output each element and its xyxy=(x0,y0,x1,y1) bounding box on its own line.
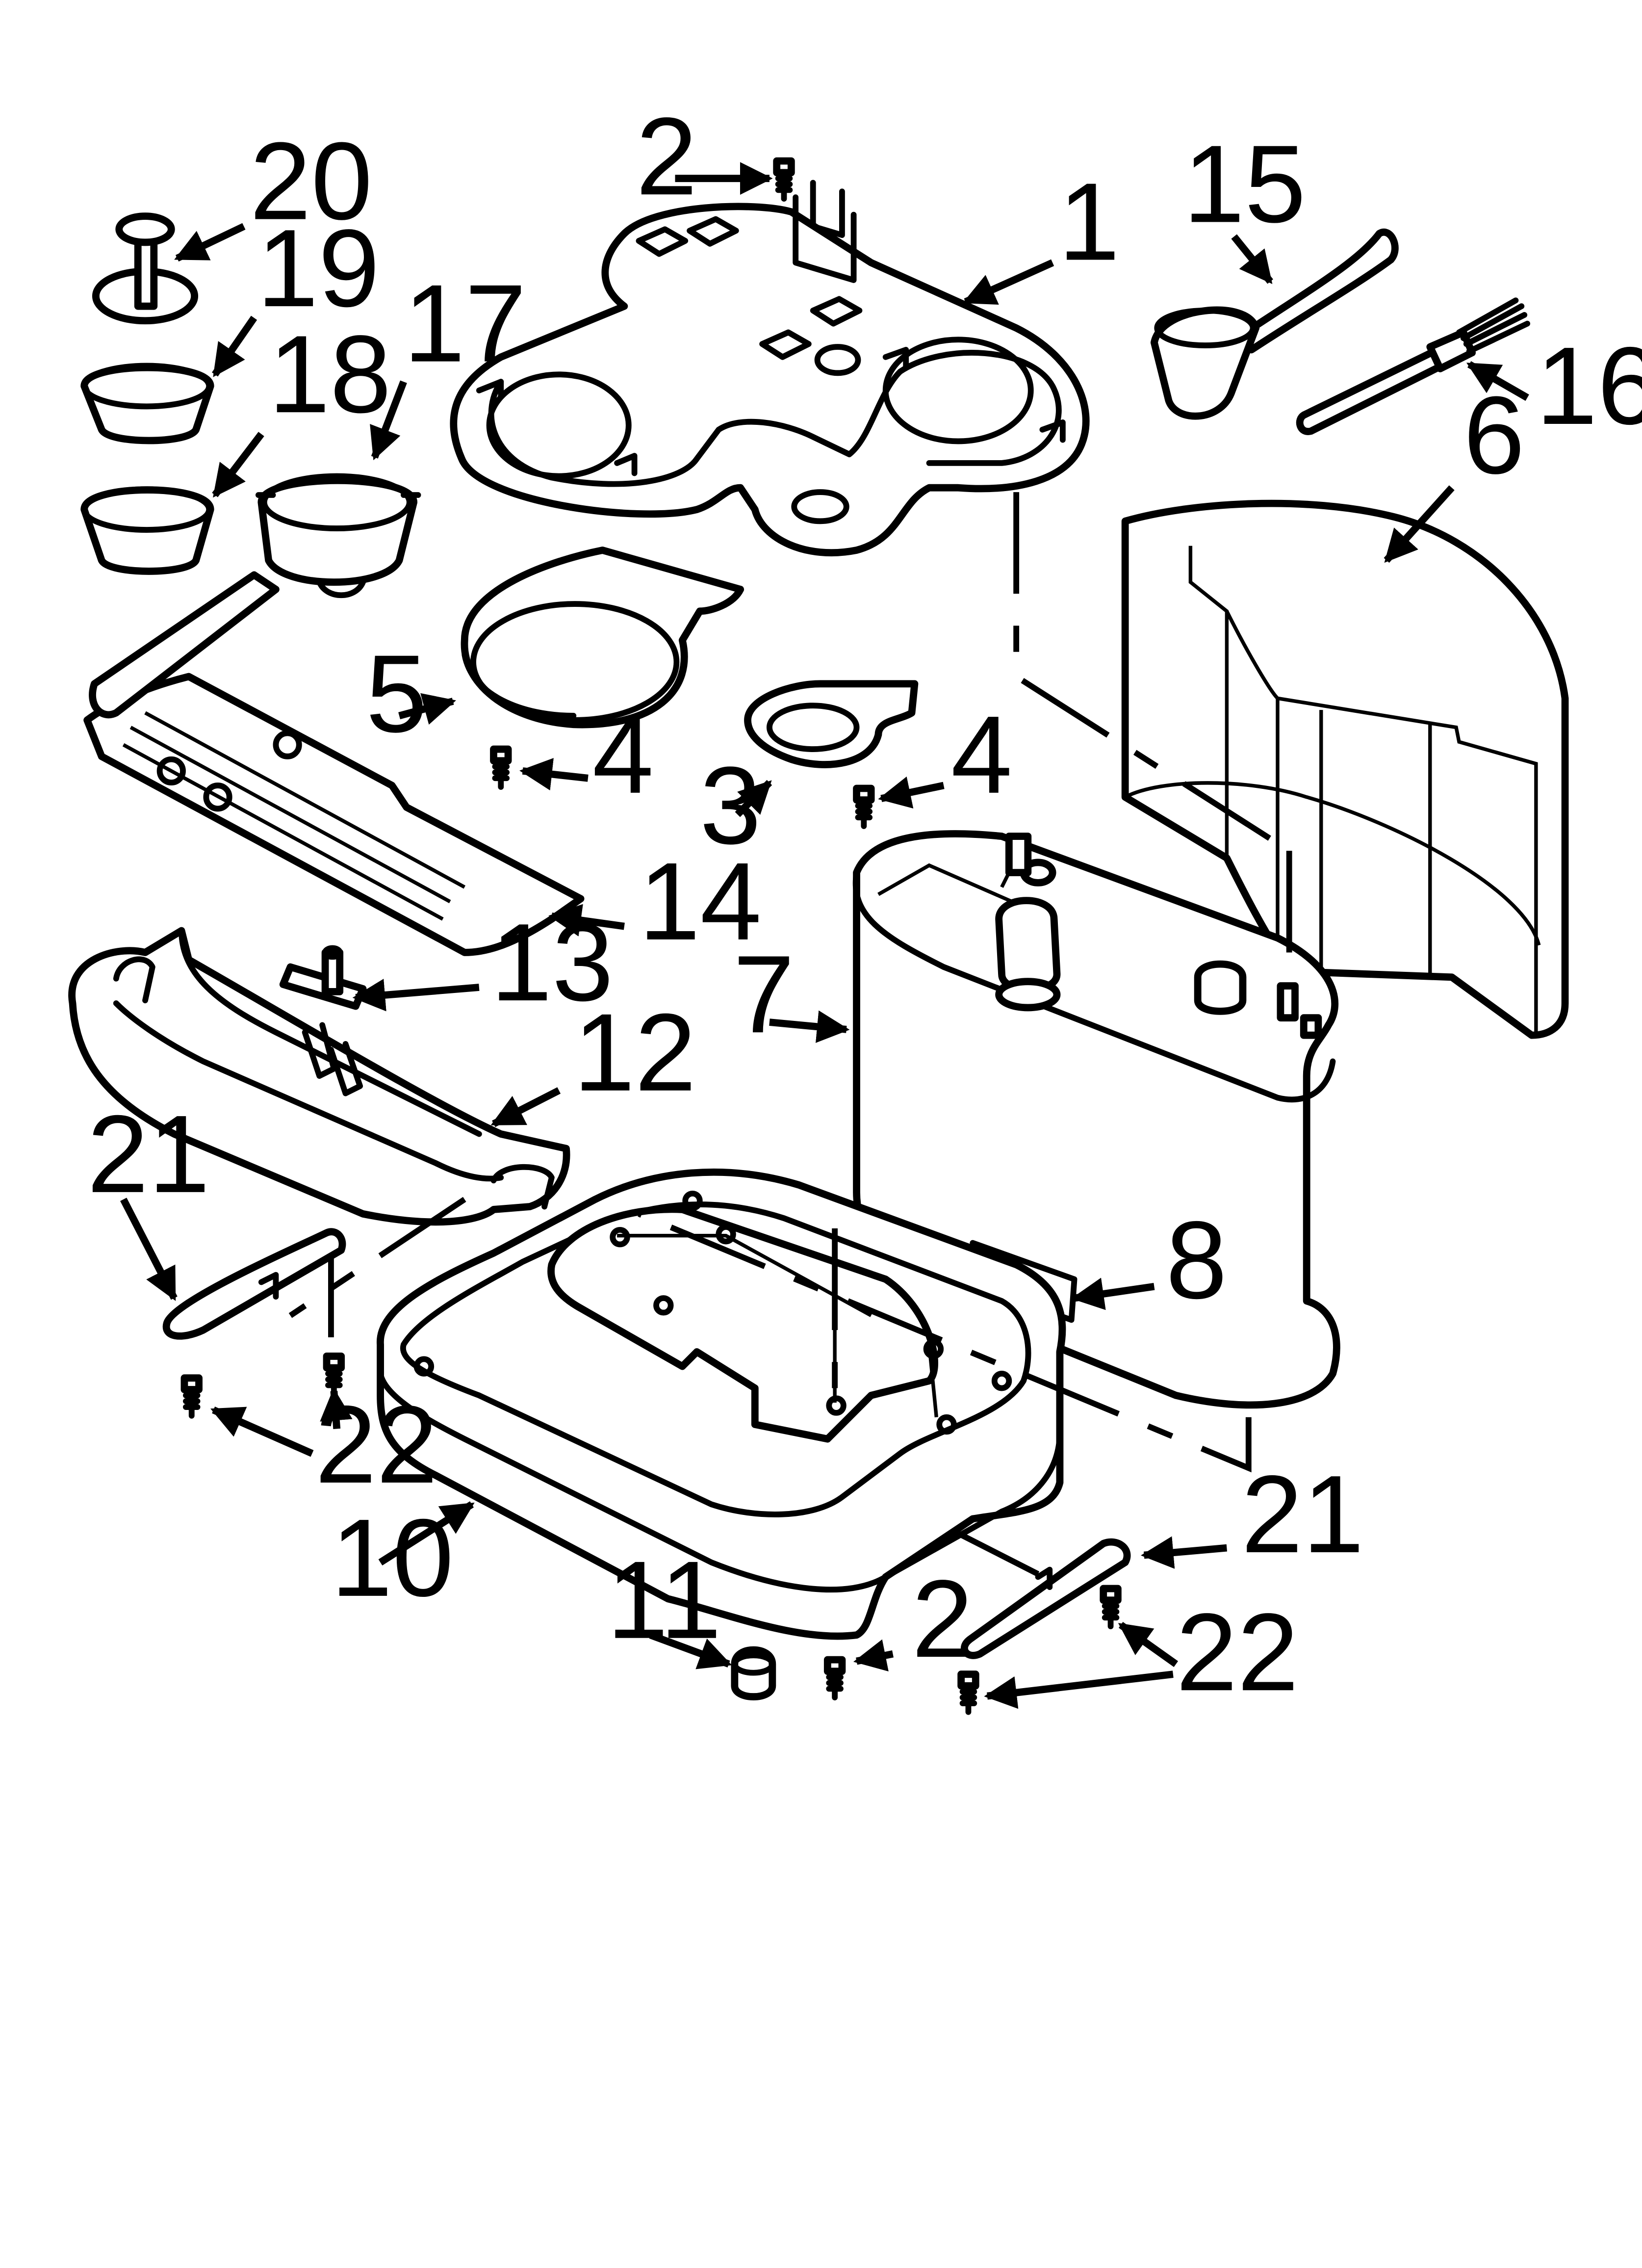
screw-icons xyxy=(180,157,1122,1715)
callout-21-right: 21 xyxy=(1241,1452,1364,1576)
callout-22-left: 22 xyxy=(315,1382,437,1506)
callout-7: 7 xyxy=(733,932,795,1056)
callout-13: 13 xyxy=(491,900,614,1024)
callout-5: 5 xyxy=(366,632,427,756)
callout-1: 1 xyxy=(1058,159,1120,283)
part-18-basket xyxy=(80,486,214,575)
callout-15: 15 xyxy=(1183,122,1306,245)
callout-21-left: 21 xyxy=(87,1092,210,1216)
callout-17: 17 xyxy=(404,261,526,385)
callout-3: 3 xyxy=(700,743,761,867)
part-3-small-ring xyxy=(744,680,919,768)
part-13-float xyxy=(279,945,367,1010)
callout-labels: 1 2 2 3 4 4 5 6 7 8 10 11 12 13 14 15 16… xyxy=(87,94,1642,1714)
part-19-basket xyxy=(80,363,214,444)
part-10-base xyxy=(377,1168,1066,1640)
part-5-ring xyxy=(461,547,744,729)
part-21-rail-right xyxy=(961,1538,1131,1659)
callout-8: 8 xyxy=(1166,1198,1227,1322)
part-6-water-tank xyxy=(1121,499,1569,1039)
callout-4-right: 4 xyxy=(951,693,1012,816)
callout-2-top: 2 xyxy=(636,94,697,218)
part-20-tamper xyxy=(92,212,199,325)
leader-arrows xyxy=(120,162,1529,1709)
callout-14: 14 xyxy=(639,839,761,963)
callout-16: 16 xyxy=(1536,324,1642,447)
callout-2-bottom: 2 xyxy=(912,1557,973,1680)
callout-22-right: 22 xyxy=(1176,1590,1299,1714)
callout-19: 19 xyxy=(257,206,380,330)
alignment-lines xyxy=(288,492,1292,1577)
part-1-top-cover xyxy=(450,180,1090,557)
part-17-portafilter xyxy=(89,473,421,719)
part-16-brush xyxy=(1296,297,1531,435)
callout-6: 6 xyxy=(1463,373,1525,497)
callout-10: 10 xyxy=(331,1496,454,1619)
part-12-drip-tray xyxy=(68,927,570,1226)
callout-20: 20 xyxy=(250,119,372,243)
callout-18: 18 xyxy=(269,312,391,436)
callout-12: 12 xyxy=(573,991,696,1114)
part-11-foot xyxy=(731,1646,776,1700)
part-21-rail-left xyxy=(162,1228,346,1340)
part-15-scoop xyxy=(1150,229,1399,420)
callout-11: 11 xyxy=(607,1538,721,1662)
callout-4-left: 4 xyxy=(592,693,654,816)
